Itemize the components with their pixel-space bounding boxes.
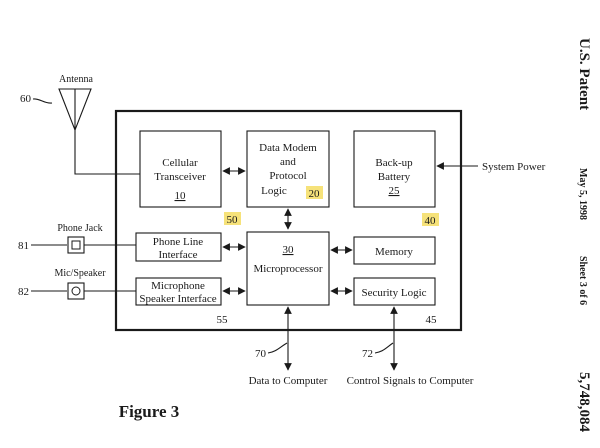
security-logic-label: Security Logic (361, 287, 426, 299)
data-modem-line1: Data Modem (259, 142, 317, 154)
phone-jack-label: Phone Jack (57, 223, 102, 234)
antenna-leader (32, 98, 53, 104)
control-signals-label: Control Signals to Computer (347, 375, 474, 387)
patent-label: U.S. Patent (576, 38, 592, 110)
sheet-number: Sheet 3 of 6 (577, 256, 588, 305)
ref-70-leader (267, 342, 288, 354)
data-modem-ref: 20 (309, 188, 321, 200)
mic-speaker-interface-line2: Speaker Interface (139, 293, 216, 305)
memory-block: Memory (353, 236, 436, 265)
microprocessor-label: Microprocessor (253, 263, 322, 275)
data-to-computer-label: Data to Computer (249, 375, 328, 387)
ref-20-highlight (306, 186, 323, 199)
phone-jack-icon (67, 236, 85, 254)
ref-40: 40 (425, 215, 437, 227)
phone-line-interface-block: Phone Line Interface (135, 232, 222, 262)
memory-label: Memory (375, 246, 413, 258)
mic-speaker-label: Mic/Speaker (54, 268, 106, 279)
data-modem-line4: Logic (261, 185, 287, 197)
cellular-transceiver-ref: 10 (175, 190, 187, 202)
mic-speaker-interface-block: Microphone Speaker Interface (135, 277, 222, 306)
backup-battery-ref: 25 (389, 185, 401, 197)
patent-number: 5,748,084 (576, 372, 592, 433)
cellular-transceiver-block: Cellular Transceiver 10 (139, 130, 222, 208)
antenna-icon (58, 88, 140, 175)
ref-72: 72 (362, 348, 373, 360)
backup-battery-line1: Back-up (375, 157, 413, 169)
cellular-transceiver-line1: Cellular (162, 157, 198, 169)
ref-70: 70 (255, 348, 267, 360)
cellular-transceiver-line2: Transceiver (154, 171, 206, 183)
antenna-label: Antenna (59, 74, 93, 85)
phone-line-interface-line2: Interface (158, 249, 197, 261)
phone-line-interface-line1: Phone Line (153, 236, 204, 248)
ref-55: 55 (217, 314, 229, 326)
backup-battery-line2: Battery (378, 171, 411, 183)
ref-50-highlight (224, 212, 241, 225)
mic-speaker-inner (71, 286, 81, 296)
ref-72-leader (374, 342, 394, 354)
security-logic-block: Security Logic (353, 277, 436, 306)
data-modem-line3: Protocol (269, 170, 306, 182)
mic-speaker-ref: 82 (18, 286, 29, 298)
backup-battery-block: Back-up Battery 25 (353, 130, 436, 208)
phone-jack-inner (71, 240, 81, 250)
mic-speaker-icon (67, 282, 85, 300)
data-modem-block: Data Modem and Protocol Logic 20 (246, 130, 330, 208)
mic-speaker-interface-line1: Microphone (151, 280, 205, 292)
patent-header: U.S. Patent May 5, 1998 Sheet 3 of 6 5,7… (576, 38, 592, 433)
patent-date: May 5, 1998 (577, 168, 588, 220)
microprocessor-ref: 30 (283, 244, 295, 256)
ref-50: 50 (227, 214, 239, 226)
phone-jack-ref: 81 (18, 240, 29, 252)
data-modem-line2: and (280, 156, 296, 168)
ref-40-highlight (422, 213, 439, 226)
microprocessor-block: 30 Microprocessor (246, 231, 330, 306)
figure-caption: Figure 3 (119, 402, 180, 421)
system-power-label: System Power (482, 161, 546, 173)
antenna-ref: 60 (20, 93, 32, 105)
ref-45: 45 (426, 314, 438, 326)
